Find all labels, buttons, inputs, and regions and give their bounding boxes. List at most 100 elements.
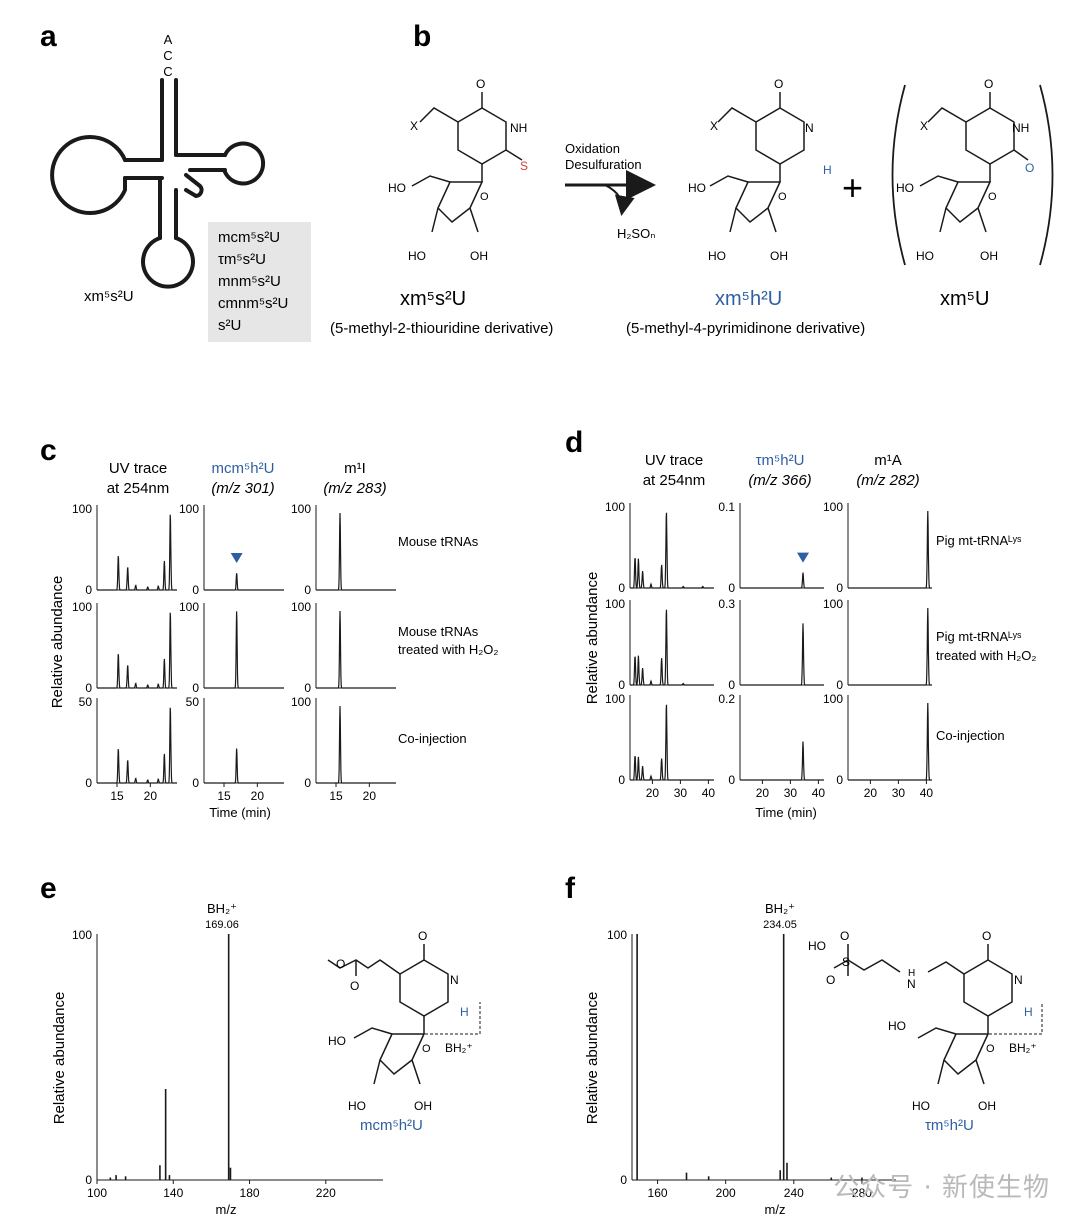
structure-f-hydrogen: H	[1024, 1005, 1033, 1019]
x-tick-label: 20	[646, 786, 660, 800]
y-tick-label: 0	[836, 678, 843, 692]
mod-item: τm⁵s²U	[218, 251, 266, 268]
chromatogram-trace	[848, 607, 932, 686]
watermark: 公众号 · 新使生物	[833, 1173, 1050, 1203]
panel-c-row3-label: Co-injection	[398, 731, 467, 746]
svg-text:OH: OH	[414, 1099, 432, 1113]
x-tick-label: 40	[702, 786, 716, 800]
y-tick-label: 0	[728, 678, 735, 692]
peak-marker-triangle	[230, 553, 243, 564]
structure-xm5h2u	[709, 92, 805, 233]
x-tick-label: 100	[87, 1186, 107, 1200]
svg-text:O: O	[840, 929, 849, 943]
y-tick-label: 0	[304, 583, 311, 597]
panel-c-col1-title: UV trace	[109, 460, 167, 477]
chromatogram-trace	[630, 704, 714, 781]
panel-d-col3-title: m¹A	[874, 452, 902, 469]
x-tick-label: 140	[163, 1186, 183, 1200]
x-tick-label: 200	[716, 1186, 736, 1200]
panel-c-xlabel: Time (min)	[209, 805, 271, 820]
modification-list: mcm⁵s²U τm⁵s²U mnm⁵s²U cmnm⁵s²U s²U	[218, 229, 288, 334]
panel-d-col1-title: UV trace	[645, 452, 703, 469]
y-tick-label: 0	[85, 1173, 92, 1187]
compound2-desc: (5-methyl-4-pyrimidinone derivative)	[626, 320, 865, 337]
anticodon-label: xm⁵s²U	[84, 288, 134, 305]
hydrogen-atom: H	[823, 163, 832, 177]
panel-c-col1-subtitle: at 254nm	[107, 480, 170, 497]
y-tick-label: 0	[618, 678, 625, 692]
y-tick-label: 0	[192, 776, 199, 790]
y-tick-label: 100	[291, 600, 311, 614]
y-tick-label: 0.2	[718, 692, 735, 706]
y-tick-label: 0.1	[718, 500, 735, 514]
x-tick-label: 40	[920, 786, 934, 800]
x-tick-label: 280	[852, 1186, 872, 1200]
panel-e-xlabel: m/z	[216, 1202, 237, 1217]
paren-left	[891, 84, 906, 266]
panel-d-col2-subtitle: (m/z 366)	[748, 472, 811, 489]
panel-c-ylabel: Relative abundance	[49, 576, 66, 709]
chromatogram-trace	[316, 705, 396, 784]
svg-text:S: S	[842, 955, 850, 969]
svg-text:OH: OH	[978, 1099, 996, 1113]
reaction-arrow	[565, 170, 656, 216]
panel-c-col2-title: mcm⁵h²U	[212, 460, 275, 477]
mod-item: mnm⁵s²U	[218, 273, 281, 290]
y-tick-label: 100	[291, 695, 311, 709]
compound1-name: xm⁵s²U	[400, 288, 466, 310]
y-tick-label: 100	[291, 502, 311, 516]
svg-text:H: H	[908, 968, 915, 979]
y-tick-label: 100	[72, 600, 92, 614]
x-tick-label: 160	[648, 1186, 668, 1200]
compound1-desc: (5-methyl-2-thiouridine derivative)	[330, 320, 553, 337]
chromatogram-trace	[316, 610, 396, 689]
panel-f-compound-name: τm⁵h²U	[925, 1117, 974, 1134]
x-tick-label: 30	[674, 786, 688, 800]
acc-letter-c1: C	[163, 48, 172, 63]
y-tick-label: 100	[823, 500, 843, 514]
y-tick-label: 0	[304, 681, 311, 695]
svg-text:HO: HO	[348, 1099, 366, 1113]
svg-text:HO: HO	[328, 1034, 346, 1048]
y-tick-label: 0	[618, 581, 625, 595]
svg-text:HO: HO	[916, 249, 934, 263]
y-tick-label: 0	[85, 583, 92, 597]
svg-text:O: O	[422, 1043, 431, 1055]
panel-f-ylabel: Relative abundance	[584, 992, 601, 1125]
svg-text:N: N	[805, 121, 814, 135]
panel-e-fragment-label: BH₂⁺	[445, 1041, 473, 1055]
y-tick-label: 100	[823, 692, 843, 706]
acc-end: A C C	[163, 32, 172, 79]
structure-xm5s2u	[411, 92, 523, 233]
x-tick-label: 20	[363, 789, 377, 803]
acc-letter-a: A	[164, 32, 173, 47]
panel-c-col3-title: m¹I	[344, 460, 366, 477]
svg-text:NH: NH	[1012, 121, 1029, 135]
x-tick-label: 15	[329, 789, 343, 803]
svg-text:O: O	[988, 191, 997, 203]
y-tick-label: 100	[823, 597, 843, 611]
panel-d-col2-title: τm⁵h²U	[756, 452, 805, 469]
svg-text:O: O	[480, 191, 489, 203]
paren-right	[1039, 84, 1054, 266]
svg-text:N: N	[907, 977, 916, 991]
panel-d-row2-label: Pig mt-tRNAᴸʸˢ	[936, 629, 1022, 644]
y-tick-label: 0.3	[718, 597, 735, 611]
y-tick-label: 100	[605, 500, 625, 514]
svg-text:O: O	[984, 77, 993, 91]
panel-d-row2-label-line2: treated with H₂O₂	[936, 648, 1036, 663]
svg-text:O: O	[778, 191, 787, 203]
chromatogram-trace	[97, 514, 177, 591]
panel-d-col3-subtitle: (m/z 282)	[856, 472, 919, 489]
panel-c-row1-label: Mouse tRNAs	[398, 534, 479, 549]
y-tick-label: 0	[620, 1173, 627, 1187]
svg-text:HO: HO	[408, 249, 426, 263]
mod-item: cmnm⁵s²U	[218, 295, 288, 312]
panel-c-col3-subtitle: (m/z 283)	[323, 480, 386, 497]
y-tick-label: 100	[179, 600, 199, 614]
panel-e-peak-value: 169.06	[205, 919, 239, 931]
svg-text:O: O	[350, 979, 359, 993]
svg-text:HO: HO	[896, 181, 914, 195]
chromatogram-trace	[97, 707, 177, 784]
